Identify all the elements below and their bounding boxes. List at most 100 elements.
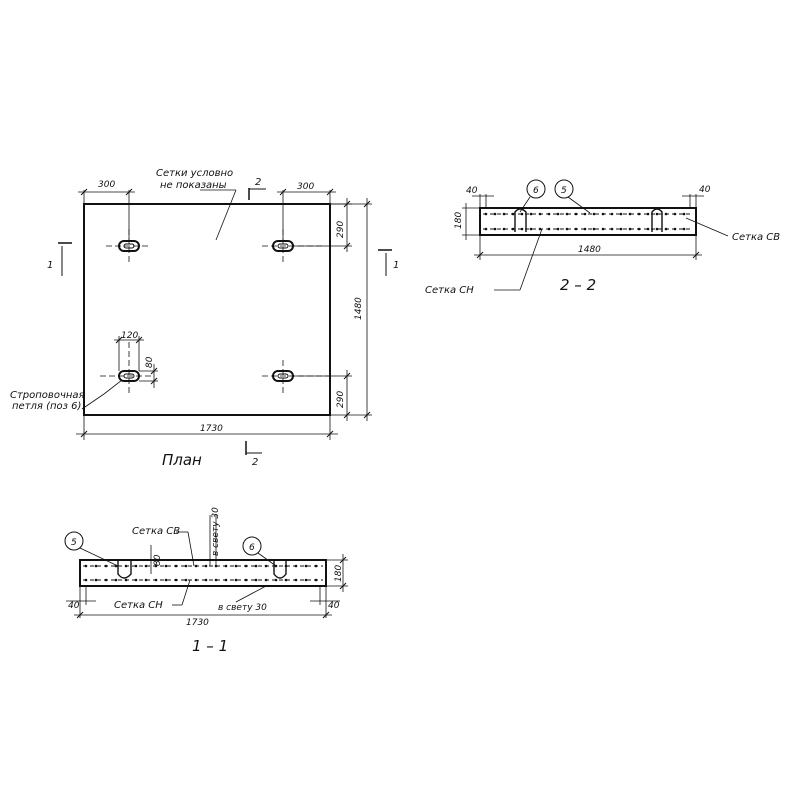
dim-text-1730-plan: 1730: [200, 424, 223, 434]
rebar-dot: [484, 212, 488, 216]
rebar-dot: [655, 227, 659, 231]
rebar-dot: [174, 564, 178, 568]
mesh-top-label-22: Сетка СВ: [732, 232, 780, 243]
rebar-dot: [194, 564, 198, 568]
rebar-dot: [284, 578, 288, 582]
rebar-dot: [164, 578, 168, 582]
rebar-dot: [493, 212, 497, 216]
dim-text-1730-11: 1730: [186, 618, 209, 628]
rebar-dot: [529, 227, 533, 231]
rebar-dot: [104, 578, 108, 582]
rebar-dot: [538, 212, 542, 216]
rebar-dot: [619, 227, 623, 231]
rebar-dot: [592, 227, 596, 231]
dim-text-300-left: 300: [98, 180, 115, 190]
dim-text-180-11: 180: [334, 565, 344, 582]
dim-text-1480: 1480: [354, 297, 364, 320]
rebar-dot: [493, 227, 497, 231]
rebar-dot: [574, 212, 578, 216]
rebar-dot: [484, 227, 488, 231]
dim-text-290-bottom: 290: [336, 391, 346, 408]
rebar-dot: [682, 227, 686, 231]
rebar-dot: [254, 564, 258, 568]
rebar-dot: [84, 564, 88, 568]
loop-label-line2: петля (поз 6): [12, 401, 81, 412]
rebar-dot: [637, 227, 641, 231]
rebar-dot: [84, 578, 88, 582]
rebar-dot: [601, 227, 605, 231]
rebar-dot: [114, 578, 118, 582]
rebar-dot: [583, 227, 587, 231]
rebar-dot: [502, 227, 506, 231]
rebar-dot: [234, 564, 238, 568]
dim-text-290-top: 290: [336, 221, 346, 238]
loop-label-line1: Строповочная: [10, 390, 85, 401]
plan-title: План: [162, 451, 202, 469]
rebar-dot: [673, 212, 677, 216]
svg-text:2: 2: [255, 177, 261, 188]
section-1-1: 5 6 Сетка СВ в свету 30 80 180 40 40 Сет…: [64, 507, 348, 655]
rebar-dot: [565, 227, 569, 231]
rebar-dot: [304, 564, 308, 568]
dim-text-80: 80: [145, 356, 155, 368]
dim-loop-offset-left: 300: [78, 180, 135, 241]
rebar-dot: [254, 578, 258, 582]
section-1-1-rebar-dots: [84, 564, 318, 582]
callout-5-section-2-2: [554, 179, 574, 199]
dim-text-40-right-11: 40: [328, 601, 340, 611]
callout-6-section-2-2: [526, 179, 546, 199]
rebar-dot: [511, 212, 515, 216]
rebar-dot: [204, 564, 208, 568]
rebar-dot: [154, 564, 158, 568]
section-mark-1-left: 1: [47, 242, 72, 276]
svg-text:2: 2: [252, 457, 258, 468]
rebar-dot: [628, 227, 632, 231]
rebar-dot: [224, 564, 228, 568]
rebar-dot: [574, 227, 578, 231]
rebar-dot: [628, 212, 632, 216]
rebar-dot: [144, 564, 148, 568]
rebar-dot: [164, 564, 168, 568]
section-2-2: 6 5 40 40 180 1480 Сетка СВ Сетка СН 2 –…: [425, 179, 780, 296]
rebar-dot: [619, 212, 623, 216]
section-2-2-loop-right: [651, 208, 663, 232]
callout-5-section-1-1: [64, 531, 84, 551]
rebar-dot: [610, 212, 614, 216]
rebar-dot: [224, 578, 228, 582]
dim-text-40-left-22: 40: [466, 186, 478, 196]
rebar-dot: [583, 212, 587, 216]
mesh-bottom-label-22: Сетка СН: [425, 285, 474, 296]
rebar-dot: [244, 564, 248, 568]
lifting-loop-top-left: [106, 229, 150, 265]
svg-text:1: 1: [393, 260, 399, 271]
section-1-1-loop-left: [117, 560, 132, 579]
dim-text-300-right: 300: [297, 182, 314, 192]
section-mark-2-bottom: 2: [245, 441, 262, 468]
dim-text-40-left-11: 40: [68, 601, 80, 611]
rebar-dot: [94, 564, 98, 568]
lifting-loop-bottom-right: [262, 360, 330, 394]
lifting-loop-top-right: [262, 229, 324, 265]
rebar-dot: [314, 578, 318, 582]
rebar-dot: [124, 564, 128, 568]
rebar-dot: [294, 578, 298, 582]
rebar-dot: [664, 212, 668, 216]
rebar-dot: [664, 227, 668, 231]
rebar-dot: [520, 212, 524, 216]
rebar-dot: [204, 578, 208, 582]
rebar-dot: [529, 212, 533, 216]
rebar-dot: [556, 227, 560, 231]
mesh-bottom-label-11: Сетка СН: [114, 600, 163, 611]
plan-view: 300 300 290 290: [10, 168, 399, 469]
rebar-dot: [94, 578, 98, 582]
rebar-dot: [234, 578, 238, 582]
section-mark-1-right: 1: [378, 249, 399, 276]
svg-text:6: 6: [533, 186, 539, 196]
rebar-dot: [538, 227, 542, 231]
section-2-2-loop-left: [514, 208, 527, 232]
rebar-dot: [682, 212, 686, 216]
dim-right-chain: 290 290 1480: [293, 198, 372, 421]
svg-text:5: 5: [561, 186, 567, 196]
section-2-2-rebar-dots: [484, 212, 686, 231]
rebar-dot: [184, 578, 188, 582]
